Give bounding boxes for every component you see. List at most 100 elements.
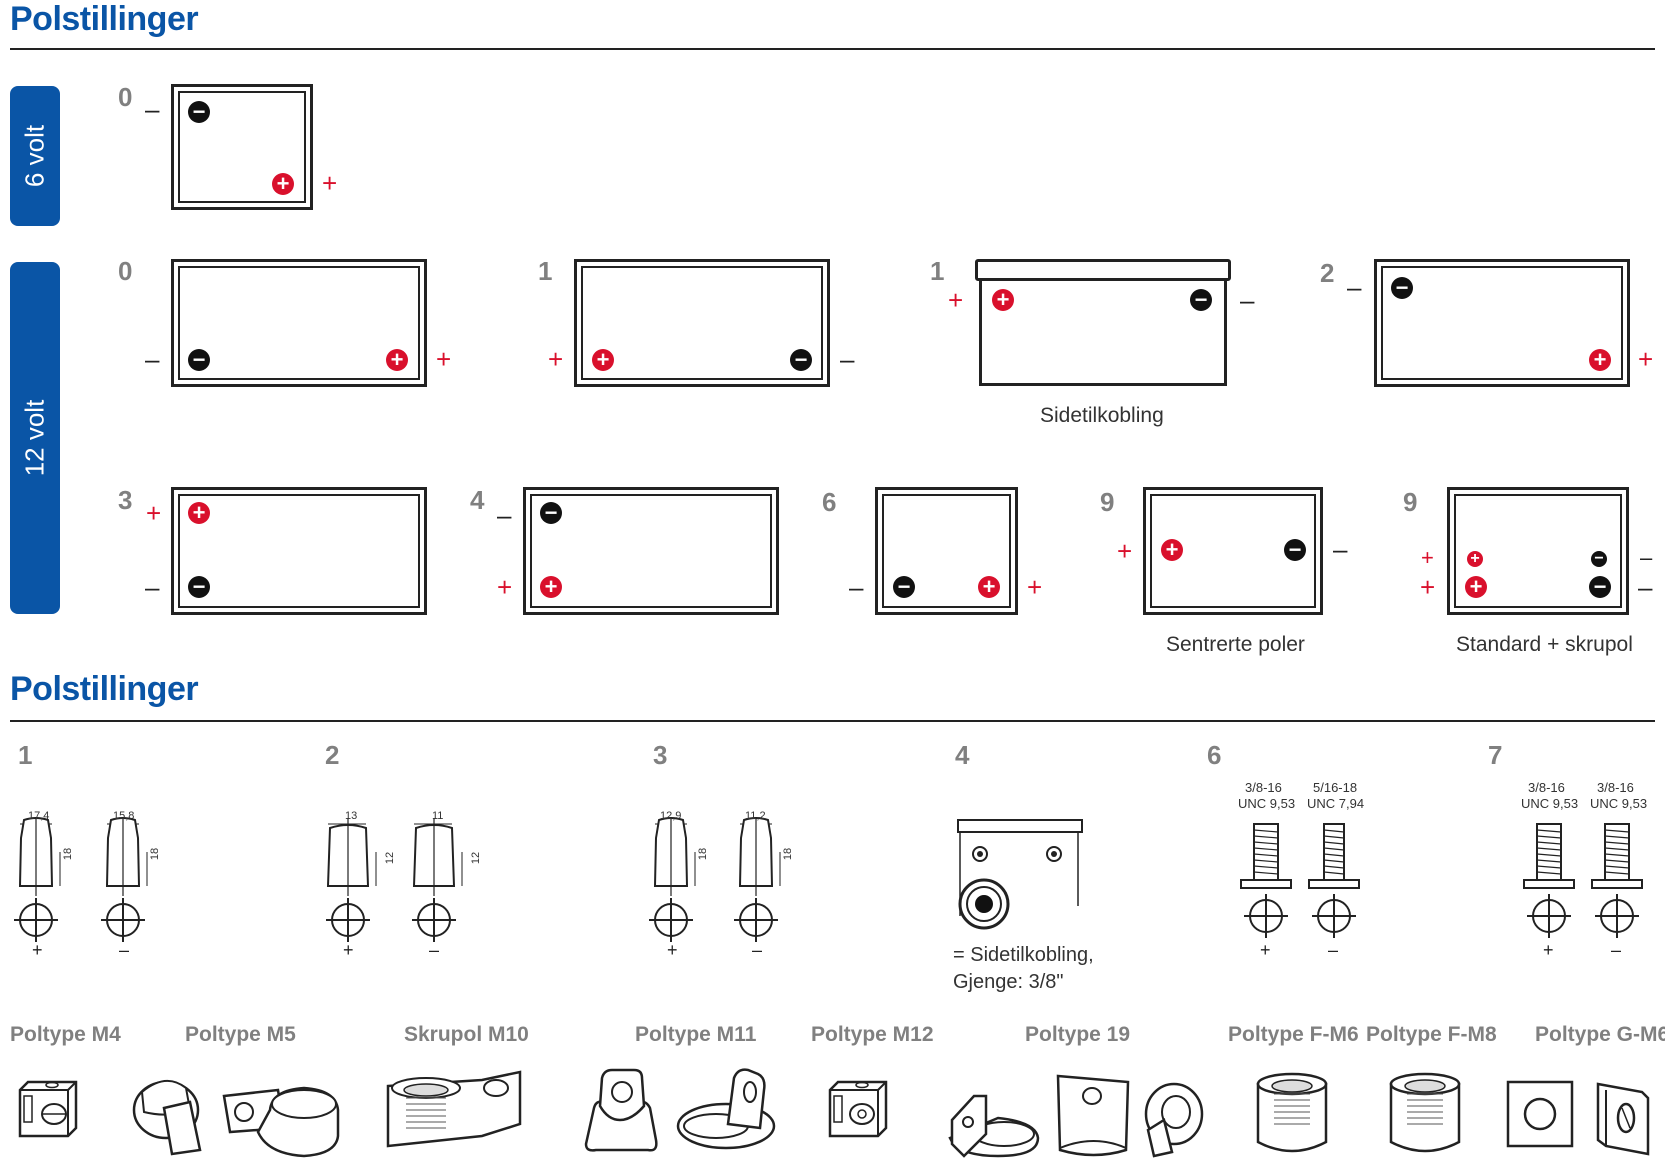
negative-terminal-icon: −	[540, 502, 562, 524]
pole-m5-illustration	[132, 1080, 202, 1156]
pole-f-m8-illustration	[1389, 1072, 1461, 1153]
positive-screw-terminal-icon: +	[1467, 551, 1483, 567]
negative-sign: –	[497, 500, 512, 530]
caption-side-connection: Sidetilkobling	[1040, 404, 1164, 427]
negative-sign-small: –	[1640, 545, 1653, 570]
plus-mark: +	[32, 940, 43, 960]
battery-outline	[523, 487, 779, 615]
negative-sign: –	[1638, 572, 1653, 602]
positive-sign: +	[948, 285, 964, 315]
positive-sign: +	[1117, 536, 1133, 566]
negative-sign: –	[145, 572, 160, 602]
screw-pole-m10-illustration	[386, 1070, 522, 1148]
thread-note: Gjenge: 3/8"	[953, 971, 1064, 993]
positive-sign: +	[1420, 572, 1436, 602]
side-connection-diagram	[957, 819, 1083, 930]
thread-spec: UNC 7,94	[1307, 796, 1365, 811]
pole-group-number: 6	[1207, 740, 1222, 770]
layout-number: 2	[1320, 258, 1335, 288]
caption-centered-poles: Sentrerte poler	[1166, 633, 1305, 656]
layout-number: 6	[822, 487, 837, 517]
minus-mark: –	[119, 940, 130, 960]
threaded-bolt-negative	[1591, 823, 1643, 938]
pole-g-m6-block-illustration	[1506, 1080, 1574, 1148]
pole-cone-negative	[734, 817, 781, 942]
battery-outline	[1374, 259, 1630, 387]
positive-sign: +	[436, 344, 452, 374]
thread-spec: 3/8-16	[1528, 780, 1565, 795]
minus-mark: –	[1328, 940, 1339, 960]
positive-terminal-icon: +	[1589, 349, 1611, 371]
pole-m4-illustration	[18, 1080, 78, 1138]
positive-terminal-icon: +	[188, 502, 210, 524]
layout-number: 0	[118, 256, 133, 286]
pole-m5-lug-illustration	[222, 1086, 340, 1158]
threaded-bolt-positive	[1240, 823, 1292, 938]
layout-number: 1	[538, 256, 553, 286]
pole-19-plate-illustration	[1056, 1074, 1130, 1157]
pole-type-label: Poltype G-M6	[1535, 1023, 1665, 1046]
positive-sign: +	[1027, 572, 1043, 602]
pole-diameter-label: 17,4	[28, 810, 50, 822]
pole-type-label: Poltype M5	[185, 1023, 296, 1046]
negative-terminal-icon: −	[790, 349, 812, 371]
minus-mark: –	[1611, 940, 1622, 960]
layout-number: 4	[470, 485, 485, 515]
pole-height-label: 18	[149, 847, 162, 861]
battery-outline	[171, 259, 427, 387]
pole-short-negative	[412, 818, 463, 942]
pole-19-ring-illustration	[1144, 1082, 1204, 1158]
divider-top	[10, 48, 1655, 50]
pole-m12-illustration	[828, 1080, 888, 1138]
minus-mark: –	[429, 940, 440, 960]
pole-19-angle-illustration	[948, 1094, 1040, 1158]
pole-diameter-label: 15,8	[113, 810, 135, 822]
pole-type-label: Skrupol M10	[404, 1023, 529, 1046]
pole-group-number: 2	[325, 740, 340, 770]
pole-group-number: 3	[653, 740, 668, 770]
negative-sign: –	[145, 344, 160, 374]
battery-outline	[574, 259, 830, 387]
layout-number: 0	[118, 82, 133, 112]
pole-f-m6-illustration	[1256, 1072, 1328, 1153]
pole-diameter-label: 13	[345, 810, 358, 822]
pole-type-label: Poltype M4	[10, 1023, 121, 1046]
positive-sign: +	[548, 344, 564, 374]
positive-terminal-icon: +	[1161, 539, 1183, 561]
positive-terminal-icon: +	[992, 289, 1014, 311]
negative-terminal-icon: −	[188, 576, 210, 598]
negative-terminal-icon: −	[188, 349, 210, 371]
thread-spec: 3/8-16	[1245, 780, 1282, 795]
plus-mark: +	[667, 940, 678, 960]
section-title-bottom: Polstillinger	[10, 670, 199, 708]
pole-type-label: Poltype 19	[1025, 1023, 1131, 1046]
pole-short-positive	[326, 818, 377, 942]
negative-screw-terminal-icon: −	[1591, 551, 1607, 567]
pole-height-label: 12	[470, 851, 483, 865]
voltage-tab-6v: 6 volt	[10, 86, 60, 226]
negative-terminal-icon: −	[1391, 277, 1413, 299]
voltage-label-12v: 12 volt	[19, 399, 50, 477]
voltage-label-6v: 6 volt	[19, 124, 50, 188]
thread-spec: UNC 9,53	[1590, 796, 1648, 811]
pole-diameter-label: 11	[432, 810, 444, 822]
battery-outline	[979, 278, 1227, 386]
negative-sign: –	[840, 344, 855, 374]
pole-type-label: Poltype M12	[811, 1023, 934, 1046]
negative-terminal-icon: −	[188, 101, 210, 123]
positive-sign: +	[146, 498, 162, 528]
negative-sign: –	[1333, 534, 1348, 564]
negative-terminal-icon: −	[1190, 289, 1212, 311]
pole-m11-plate-illustration	[676, 1068, 776, 1150]
positive-terminal-icon: +	[386, 349, 408, 371]
negative-sign: –	[1347, 272, 1362, 302]
pole-type-label: Poltype M11	[635, 1023, 757, 1046]
pole-diameter-label: 12,9	[660, 810, 682, 822]
plus-mark: +	[343, 940, 354, 960]
positive-sign: +	[497, 572, 513, 602]
layout-number: 1	[930, 256, 945, 286]
plus-mark: +	[1543, 940, 1554, 960]
pole-height-label: 18	[697, 847, 710, 861]
positive-terminal-icon: +	[272, 173, 294, 195]
minus-mark: –	[752, 940, 763, 960]
